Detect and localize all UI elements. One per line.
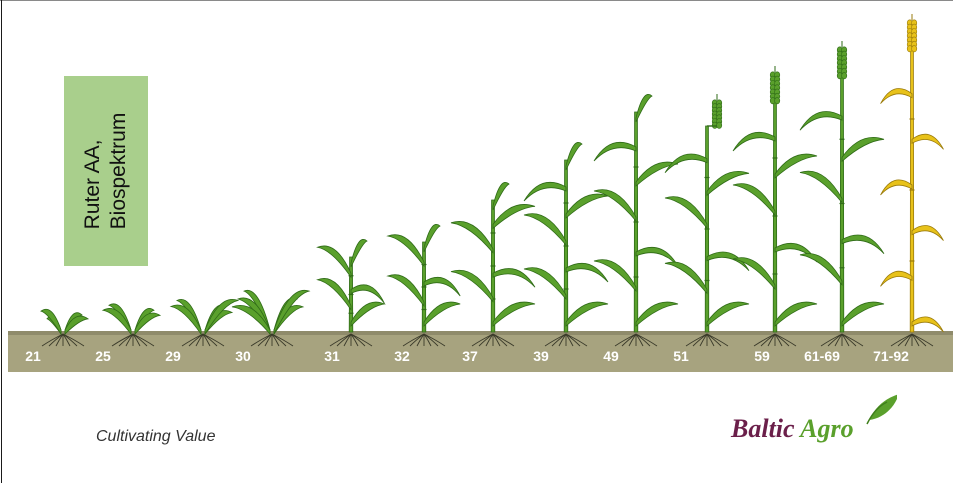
stage-label-59: 59 (754, 348, 770, 364)
plant-stage-21 (40, 308, 90, 347)
plant-stage-59 (732, 66, 818, 347)
plant-stage-31 (316, 239, 386, 347)
logo-word-baltic: Baltic (731, 414, 795, 443)
stage-label-49: 49 (603, 348, 619, 364)
plant-stage-29 (169, 299, 240, 347)
stage-label-32: 32 (394, 348, 410, 364)
plant-stage-51 (664, 94, 750, 347)
leaf-icon (866, 394, 897, 425)
plant-stage-30 (231, 289, 311, 347)
stage-labels-layer: 21 25 29 30 31 32 37 39 49 51 59 61-69 71-92 (25, 348, 909, 364)
plants-layer (40, 14, 944, 347)
stage-label-25: 25 (95, 348, 111, 364)
frame-left-border (1, 0, 2, 483)
soil-surface-line (8, 331, 953, 335)
stage-label-30: 30 (235, 348, 251, 364)
plant-stage-32 (386, 224, 461, 347)
plant-stage-39 (523, 142, 609, 347)
stage-label-51: 51 (673, 348, 689, 364)
product-box (64, 76, 148, 266)
stage-label-39: 39 (533, 348, 549, 364)
plant-stage-25 (101, 303, 162, 347)
plant-stage-37 (450, 182, 536, 347)
frame-top-border (0, 0, 953, 1)
logo-word-agro: Agro (800, 414, 854, 443)
baltic-agro-logo: Baltic Agro (727, 390, 897, 460)
plant-stage-61-69 (799, 41, 885, 347)
stage-label-29: 29 (165, 348, 181, 364)
tagline: Cultivating Value (96, 428, 216, 445)
stage-label-21: 21 (25, 348, 41, 364)
stage-label-37: 37 (462, 348, 478, 364)
product-label: Ruter AA, Biospektrum (80, 113, 132, 230)
product-line-1: Ruter AA, (81, 139, 104, 230)
plant-stage-71-92 (880, 14, 944, 347)
product-line-2: Biospektrum (107, 112, 130, 230)
stage-label-61-69: 61-69 (804, 348, 840, 364)
stage-label-31: 31 (324, 348, 340, 364)
stage-label-71-92: 71-92 (873, 348, 909, 364)
plant-stage-49 (593, 94, 679, 347)
logo-wordmark: Baltic Agro (731, 414, 854, 444)
